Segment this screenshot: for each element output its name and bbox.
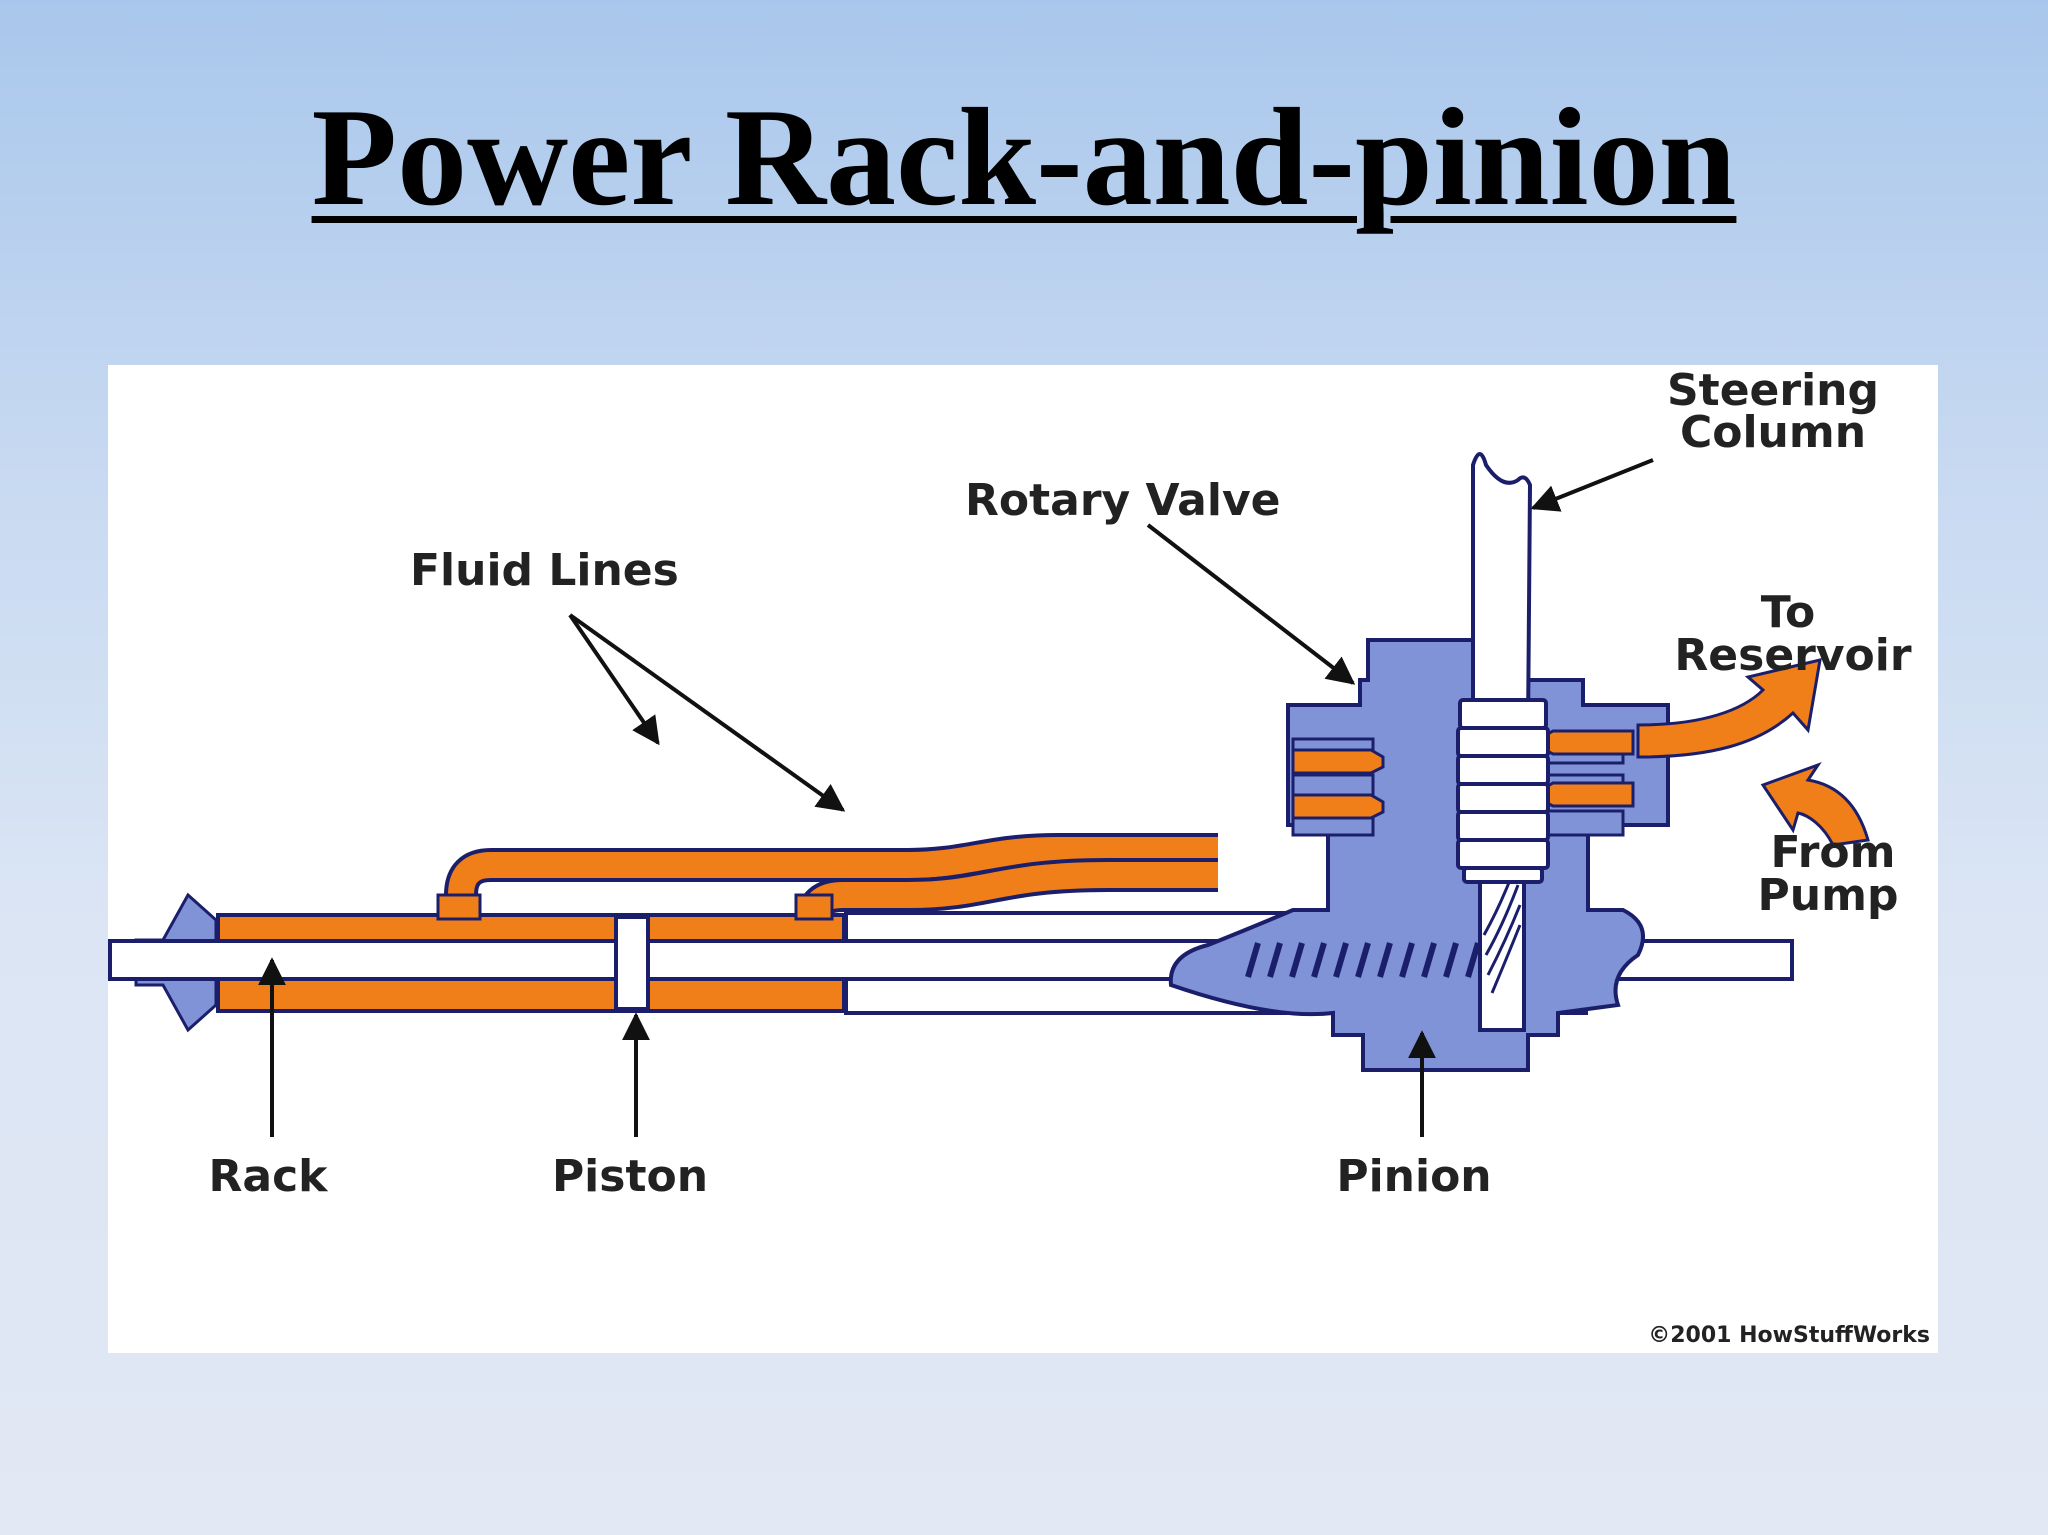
to-reservoir-label-line1: To (1761, 587, 1815, 638)
rotary-valve-housing (1168, 638, 1670, 1072)
fluid-lines-pointer-2 (568, 613, 846, 812)
slide-title: Power Rack-and-pinion (0, 88, 2048, 228)
rotary-valve-spool (1456, 698, 1550, 884)
steering-column-pointer (1530, 458, 1654, 512)
fluid-lines-label: Fluid Lines (410, 545, 679, 596)
to-reservoir-flow-arrow (1636, 658, 1822, 759)
pinion-label: Pinion (1336, 1151, 1491, 1202)
label-pointer-arrows (258, 458, 1654, 1137)
piston-label: Piston (552, 1151, 708, 1202)
piston (614, 915, 650, 1011)
copyright-credit: ©2001 HowStuffWorks (1648, 1323, 1930, 1348)
rotary-valve-label: Rotary Valve (965, 475, 1280, 526)
rack-and-pinion-diagram: Steering Column Rotary Valve Fluid Lines… (108, 365, 1930, 1348)
rotary-valve-pointer (1146, 523, 1356, 685)
steering-column-label-line1: Steering (1667, 365, 1879, 416)
steering-column-shaft (1471, 452, 1533, 732)
rack-label: Rack (209, 1151, 330, 1202)
from-pump-label-line1: From (1770, 827, 1895, 878)
from-pump-flow-arrow (1760, 762, 1870, 847)
pinion-twist (1482, 879, 1522, 994)
title-text: Power Rack-and-pinion (311, 80, 1737, 235)
from-pump-label-line2: Pump (1758, 870, 1899, 921)
to-reservoir-label-line2: Reservoir (1674, 630, 1911, 681)
fluid-line-upper (444, 833, 1218, 920)
valve-fluid-inlets (1291, 729, 1635, 820)
steering-column-label-line2: Column (1680, 407, 1866, 458)
fluid-lines-pointer-1 (568, 613, 660, 746)
diagram-panel: Steering Column Rotary Valve Fluid Lines… (108, 365, 1938, 1353)
